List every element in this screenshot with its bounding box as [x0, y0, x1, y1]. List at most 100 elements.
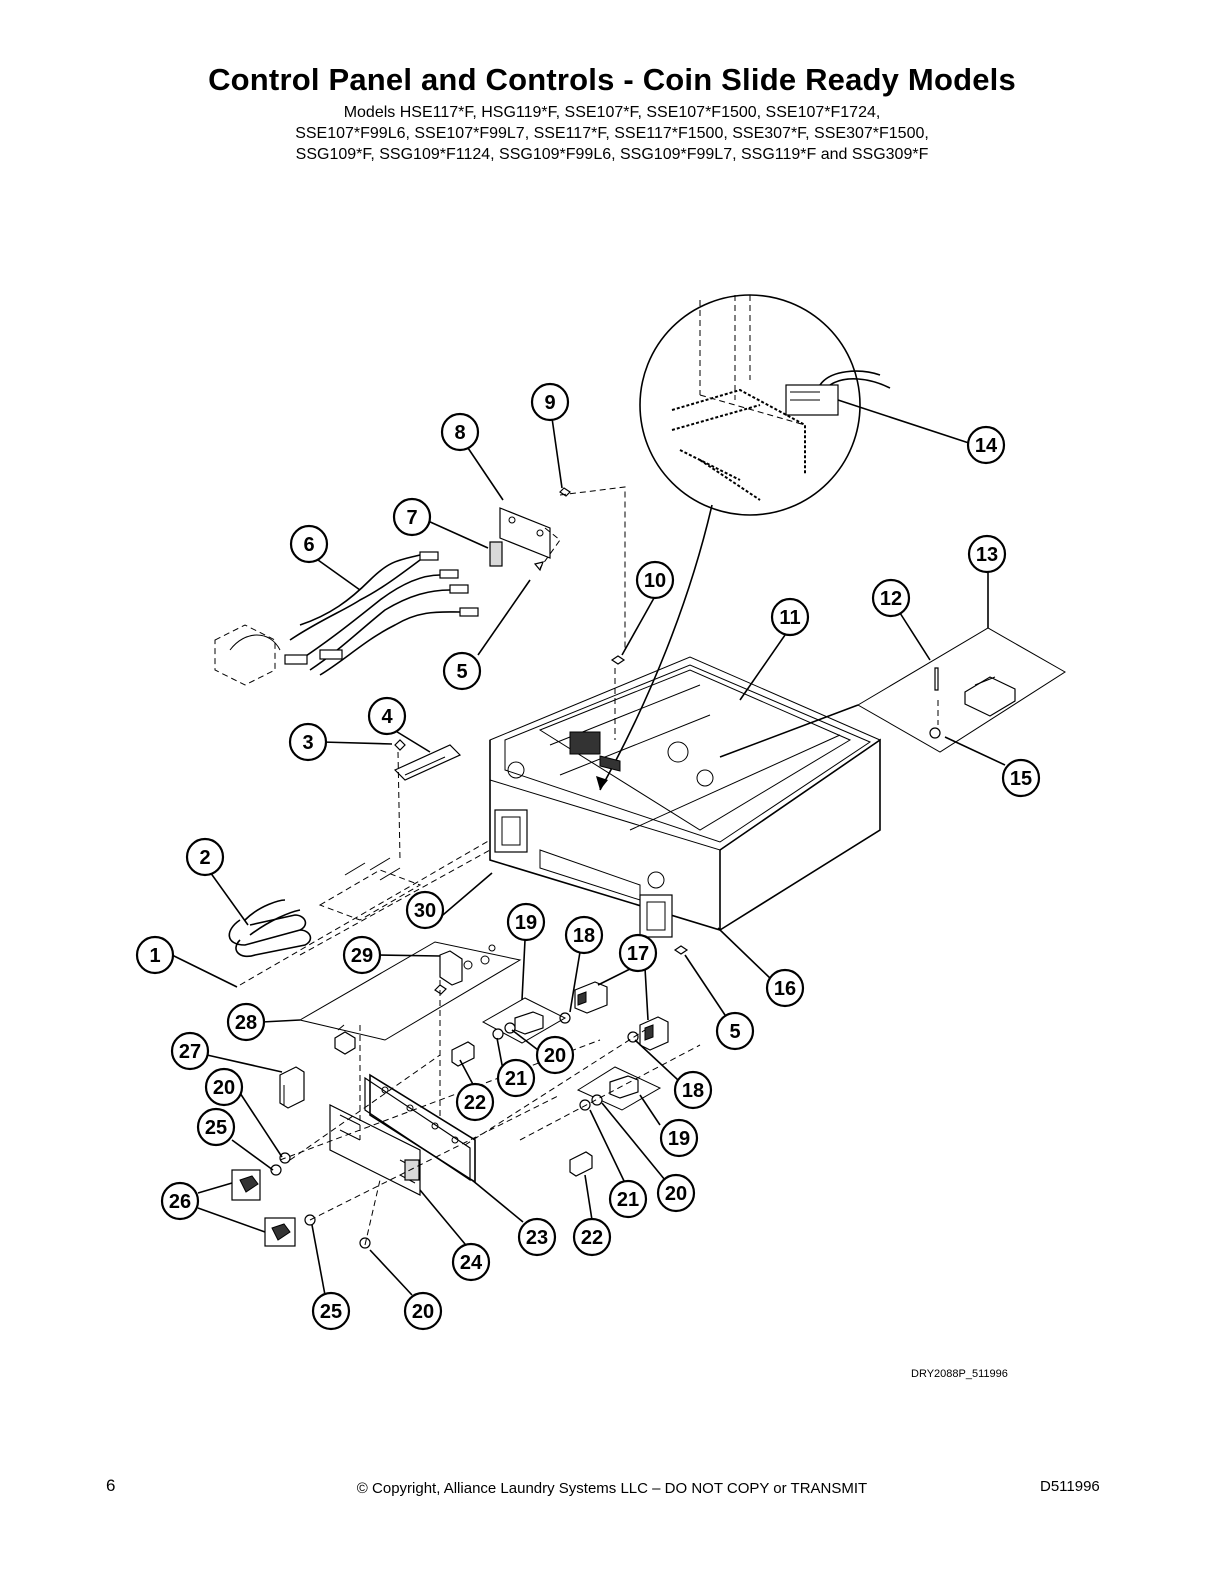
callout-label: 11: [779, 607, 800, 629]
callout-label: 22: [581, 1227, 603, 1249]
callout-2: 2: [185, 837, 225, 877]
callout-label: 5: [456, 661, 467, 683]
coin-slide-panel: [329, 1073, 476, 1196]
page-title: Control Panel and Controls - Coin Slide …: [208, 62, 1016, 97]
callout-label: 8: [454, 422, 465, 444]
callout-label: 26: [169, 1191, 191, 1213]
callout-label: 20: [665, 1183, 687, 1205]
callout-23: 23: [517, 1217, 557, 1257]
callout-label: 23: [526, 1227, 548, 1249]
callout-label: 18: [573, 925, 595, 947]
callout-label: 2: [199, 847, 210, 869]
callout-17: 17: [618, 933, 658, 973]
callout-label: 19: [668, 1128, 690, 1150]
callout-14: 14: [966, 425, 1006, 465]
detail-magnifier: [596, 294, 976, 791]
callout-label: 12: [880, 588, 902, 610]
switch-parts: [270, 945, 689, 1249]
callout-label: 1: [149, 945, 160, 967]
knob-set: [231, 1169, 296, 1247]
cable-bundle: [228, 899, 312, 958]
model-list: Models HSE117*F, HSG119*F, SSE107*F, SSE…: [0, 102, 1224, 165]
callout-19: 19: [506, 902, 546, 942]
callout-22: 22: [455, 1082, 495, 1122]
callout-10: 10: [635, 560, 675, 600]
callout-5b: 5: [715, 1011, 755, 1051]
callout-label: 9: [544, 392, 555, 414]
callout-18: 18: [564, 915, 604, 955]
model-line: SSG109*F, SSG109*F1124, SSG109*F99L6, SS…: [295, 146, 929, 163]
callout-label: 20: [544, 1045, 566, 1067]
callout-11: 11: [770, 597, 810, 637]
document-number: D511996: [1040, 1478, 1100, 1495]
callout-label: 3: [302, 732, 313, 754]
page-number: 6: [106, 1476, 116, 1495]
control-board: [318, 739, 462, 921]
callout-20d: 20: [403, 1291, 443, 1331]
drawing-id: DRY2088P_511996: [911, 1368, 1008, 1380]
callout-8: 8: [440, 412, 480, 452]
callout-15: 15: [1001, 758, 1041, 798]
callout-label: 25: [205, 1117, 227, 1139]
console-housing: [489, 656, 882, 938]
callout-label: 27: [179, 1041, 201, 1063]
callout-9: 9: [530, 382, 570, 422]
callout-label: 24: [460, 1252, 483, 1274]
assembly-lines: [239, 839, 701, 1246]
lock-cylinder: [279, 1066, 305, 1109]
callout-label: 19: [515, 912, 537, 934]
callout-20c: 20: [656, 1173, 696, 1213]
callout-label: 6: [303, 534, 314, 556]
callout-label: 13: [976, 544, 998, 566]
callout-5: 5: [442, 651, 482, 691]
callout-21b: 21: [608, 1179, 648, 1219]
callout-label: 29: [351, 945, 373, 967]
callout-label: 10: [644, 570, 666, 592]
callout-label: 21: [617, 1189, 639, 1211]
callout-20b: 20: [204, 1067, 244, 1107]
callout-13: 13: [967, 534, 1007, 574]
callout-22b: 22: [572, 1217, 612, 1257]
callout-label: 5: [729, 1021, 740, 1043]
callout-label: 22: [464, 1092, 486, 1114]
callout-4: 4: [367, 696, 407, 736]
bracket: [489, 486, 626, 650]
callout-label: 21: [505, 1068, 527, 1090]
callout-7: 7: [392, 497, 432, 537]
wire-harness: [214, 551, 479, 686]
callout-16: 16: [765, 968, 805, 1008]
callout-label: 15: [1010, 768, 1032, 790]
callout-label: 7: [406, 507, 417, 529]
callout-label: 20: [412, 1301, 434, 1323]
callout-1: 1: [135, 935, 175, 975]
copyright-notice: © Copyright, Alliance Laundry Systems LL…: [356, 1480, 868, 1497]
callout-24: 24: [451, 1242, 491, 1282]
callout-12: 12: [871, 578, 911, 618]
callout-label: 16: [774, 978, 796, 1000]
callout-3: 3: [288, 722, 328, 762]
callout-20: 20: [535, 1035, 575, 1075]
model-line: Models HSE117*F, HSG119*F, SSE107*F, SSE…: [343, 104, 881, 121]
callout-label: 30: [414, 900, 436, 922]
callout-label: 14: [975, 435, 998, 457]
callout-26: 26: [160, 1181, 200, 1221]
callout-18b: 18: [673, 1070, 713, 1110]
callout-28: 28: [226, 1002, 266, 1042]
callout-27: 27: [170, 1031, 210, 1071]
callout-29: 29: [342, 935, 382, 975]
coin-bracket-detail: [298, 941, 522, 1055]
hinge-detail: [719, 565, 1066, 758]
callout-label: 25: [320, 1301, 342, 1323]
callout-19b: 19: [659, 1118, 699, 1158]
callout-25: 25: [196, 1107, 236, 1147]
callout-label: 20: [213, 1077, 235, 1099]
callout-label: 4: [381, 706, 393, 728]
callout-25b: 25: [311, 1291, 351, 1331]
callout-21: 21: [496, 1058, 536, 1098]
model-line: SSE107*F99L6, SSE107*F99L7, SSE117*F, SS…: [295, 125, 929, 142]
callout-label: 17: [627, 943, 649, 965]
callout-30: 30: [405, 890, 445, 930]
callout-6: 6: [289, 524, 329, 564]
callout-label: 28: [235, 1012, 257, 1034]
